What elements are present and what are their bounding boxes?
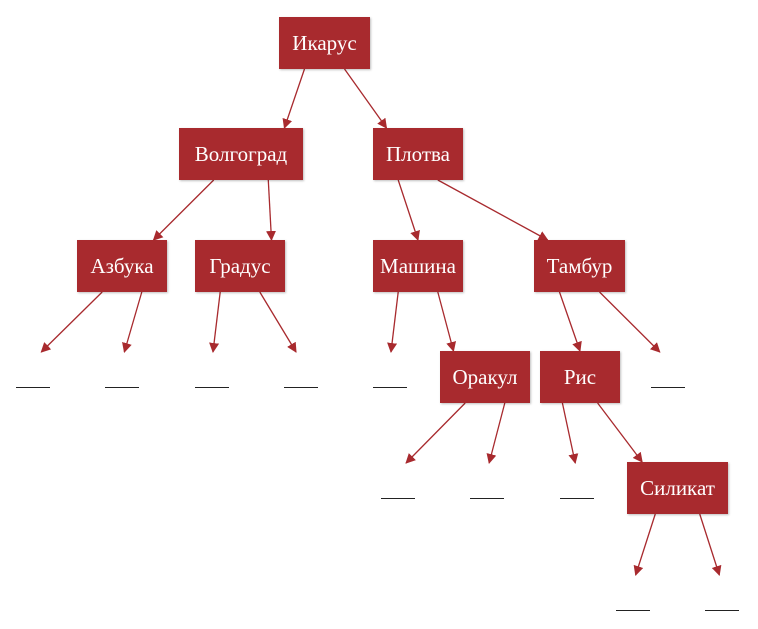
edge-n5-l3 xyxy=(209,291,221,353)
empty-leaf xyxy=(470,479,504,499)
empty-leaf xyxy=(651,368,685,388)
edge-n7-l6 xyxy=(599,291,661,353)
edge-n2-n4 xyxy=(152,179,215,241)
edge-n5-l4 xyxy=(259,291,297,353)
node-volgograd: Волгоград xyxy=(179,128,303,180)
empty-leaf xyxy=(381,479,415,499)
empty-leaf xyxy=(195,368,229,388)
node-mashina: Машина xyxy=(373,240,463,292)
empty-leaf xyxy=(105,368,139,388)
edge-n2-n5 xyxy=(266,179,277,241)
edge-n3-n7 xyxy=(437,179,549,241)
edge-n8-l7 xyxy=(405,402,466,464)
edge-n6-l5 xyxy=(387,291,399,353)
edge-n1-n3 xyxy=(343,68,388,129)
empty-leaf xyxy=(284,368,318,388)
empty-leaf xyxy=(16,368,50,388)
edge-n3-n6 xyxy=(397,179,420,241)
node-silikat: Силикат xyxy=(627,462,728,514)
node-azbuka: Азбука xyxy=(77,240,167,292)
edge-n4-l1 xyxy=(40,291,103,353)
edge-n4-l2 xyxy=(122,291,143,353)
edge-n8-l8 xyxy=(486,402,506,464)
edge-n7-n9 xyxy=(558,291,582,352)
node-ris: Рис xyxy=(540,351,620,403)
edge-n6-n8 xyxy=(437,291,457,352)
node-orakul: Оракул xyxy=(440,351,530,403)
node-gradus: Градус xyxy=(195,240,285,292)
edge-n9-l9 xyxy=(561,402,579,464)
node-ikarus: Икарус xyxy=(279,17,370,69)
empty-leaf xyxy=(560,479,594,499)
edge-n1-n2 xyxy=(282,68,306,129)
edge-n10-l11 xyxy=(699,513,722,576)
empty-leaf xyxy=(705,591,739,611)
edge-n9-n10 xyxy=(597,402,643,463)
node-plotva: Плотва xyxy=(373,128,463,180)
empty-leaf xyxy=(616,591,650,611)
empty-leaf xyxy=(373,368,407,388)
node-tambur: Тамбур xyxy=(534,240,625,292)
edge-n10-l10 xyxy=(633,513,656,576)
